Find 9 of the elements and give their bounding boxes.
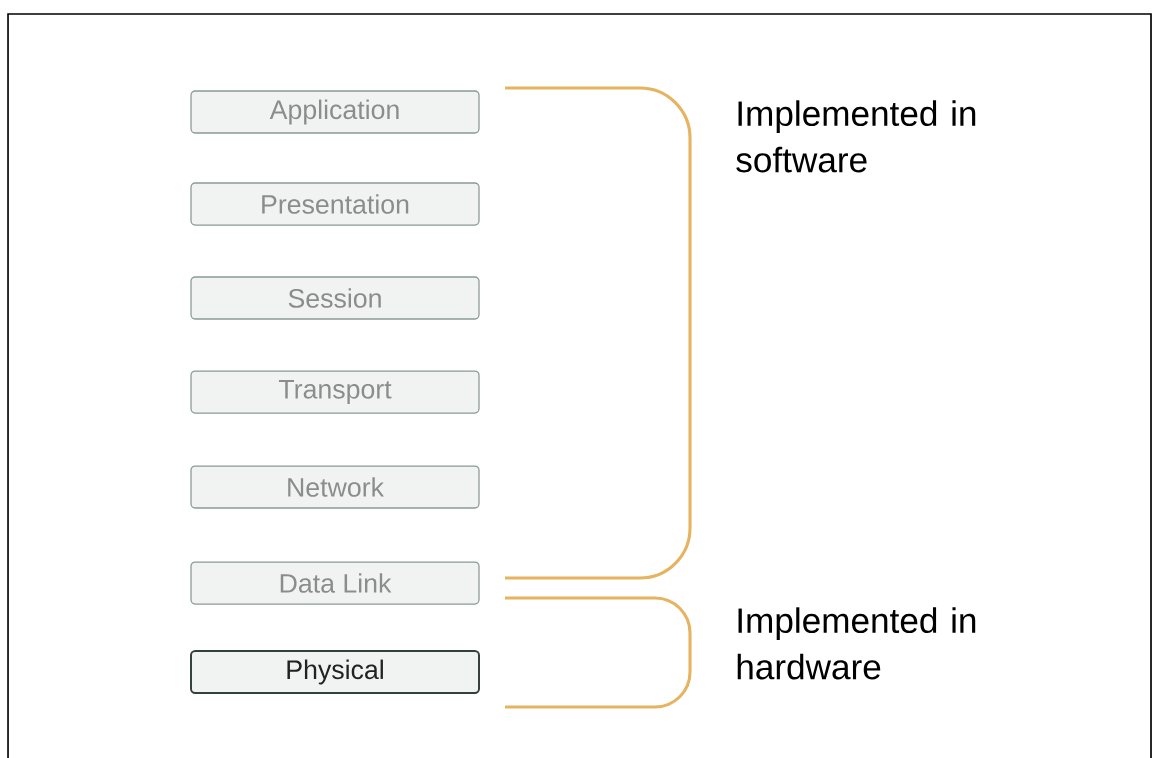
layer-box: Network	[190, 465, 480, 509]
bracket-label: Implemented in software	[736, 100, 976, 173]
bracket-label: Implemented in hardware	[737, 607, 976, 680]
layer-box: Application	[190, 90, 480, 134]
layer-box: Session	[190, 276, 480, 320]
layer-box: Physical	[190, 650, 480, 694]
layer-box: Transport	[190, 370, 480, 414]
layer-box: Data Link	[190, 561, 480, 605]
layer-box: Presentation	[190, 182, 480, 226]
